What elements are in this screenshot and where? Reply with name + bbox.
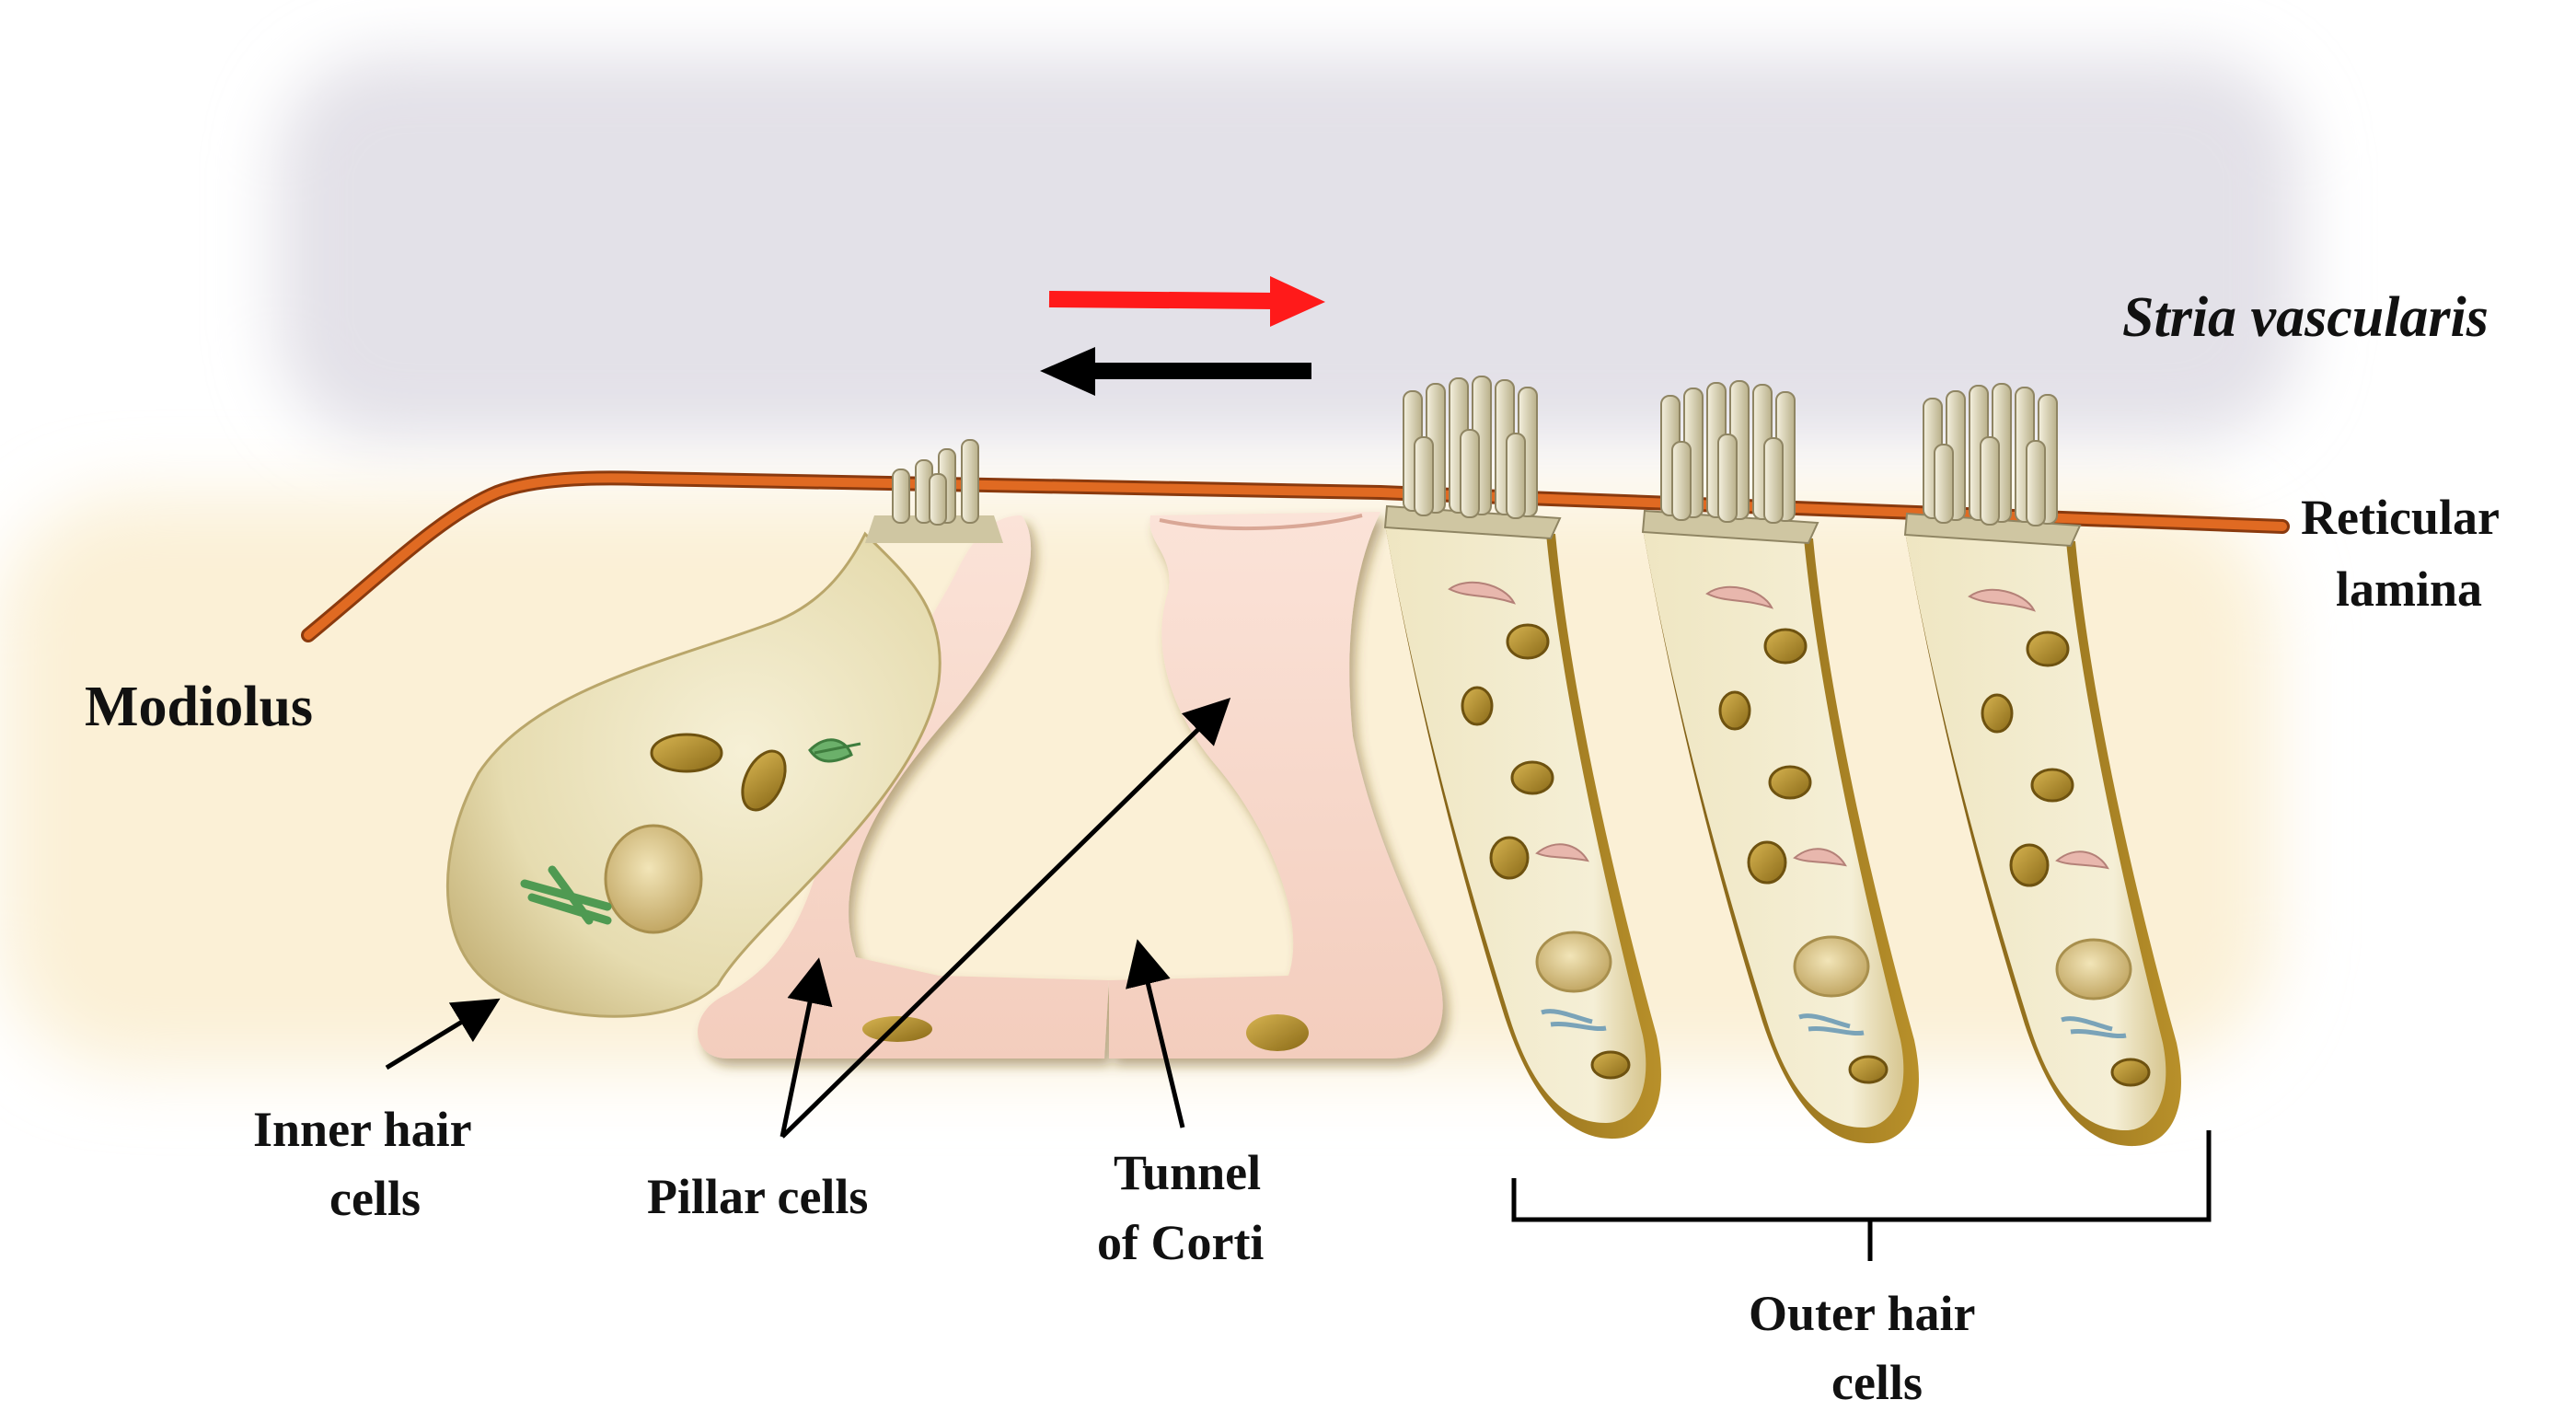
direction-arrows [1040,276,1325,396]
label-outer-hair-cells-line2: cells [1831,1355,1923,1410]
golgi [520,865,612,925]
label-stria-vascularis: Stria vascularis [2122,286,2489,349]
leftward-arrow-head [1040,347,1095,396]
outer-hair-cells-bracket [1511,1130,2212,1261]
label-inner-hair-cells-line1: Inner hair [253,1102,472,1157]
reticular-lamina [304,473,2287,640]
pillar-organelle [1246,1014,1309,1051]
arrow-pillar-outer [780,698,1231,1139]
golgi [808,738,861,763]
label-reticular-lamina-line1: Reticular [2301,490,2500,545]
pillar-cell-icon [698,512,1443,1059]
rightward-arrow-shaft [1048,291,1276,309]
arrow-tunnel-of-corti [1126,939,1185,1128]
inner-hair-cell-icon [445,439,1003,1018]
organelle [741,749,787,812]
pointer-arrows [385,698,1231,1139]
arrow-inner-hair-cells [385,998,501,1070]
label-inner-hair-cells-line2: cells [329,1171,421,1226]
label-tunnel-of-corti-line2: of Corti [1097,1215,1264,1270]
arrow-pillar-inner [780,957,833,1138]
label-outer-hair-cells-line1: Outer hair [1749,1286,1975,1341]
label-pillar-cells: Pillar cells [647,1169,868,1224]
inner-pillar-cell [698,515,1109,1059]
inner-hair-cell-stereocilia [865,439,1003,543]
pillar-organelle [862,1016,932,1042]
inner-hair-cell-nucleus [604,824,703,934]
rightward-arrow-head [1270,276,1325,327]
label-modiolus: Modiolus [85,676,313,738]
outer-pillar-cell [1109,512,1443,1059]
stria-vascularis-region [276,55,2301,442]
outer-hair-cell-stereocilia [1403,376,1538,519]
organelle [650,733,723,773]
outer-hair-cell-icon [1383,376,1661,1140]
label-tunnel-of-corti-line1: Tunnel [1114,1145,1261,1200]
label-reticular-lamina-line2: lamina [2336,561,2482,617]
